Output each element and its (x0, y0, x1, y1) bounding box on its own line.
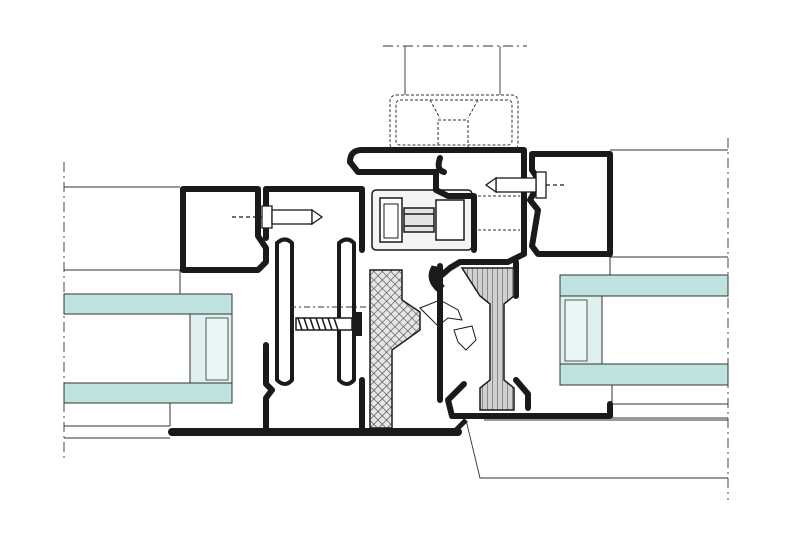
handle-block (389, 94, 519, 151)
left-outer-chamber (180, 186, 269, 273)
glazing-left (63, 270, 233, 426)
handle-outline (389, 94, 519, 151)
sill-outline (465, 419, 728, 479)
right-outer-chamber (527, 151, 613, 257)
right-lower-frame (437, 263, 613, 419)
screw (290, 306, 372, 336)
gaskets (419, 265, 477, 351)
hidden-details (478, 195, 520, 231)
reference-lines (64, 46, 728, 479)
handle-inner (395, 99, 513, 146)
left-sash-profile (263, 186, 365, 435)
bolt-right (484, 171, 566, 199)
lock-hardware (371, 189, 473, 251)
glazing-right (559, 257, 729, 404)
frame-mullion-profile (347, 147, 527, 299)
insulation-block (369, 269, 421, 429)
thermal-break (460, 267, 515, 411)
bolt-left (232, 205, 324, 229)
drip-bar-tip (452, 418, 468, 434)
